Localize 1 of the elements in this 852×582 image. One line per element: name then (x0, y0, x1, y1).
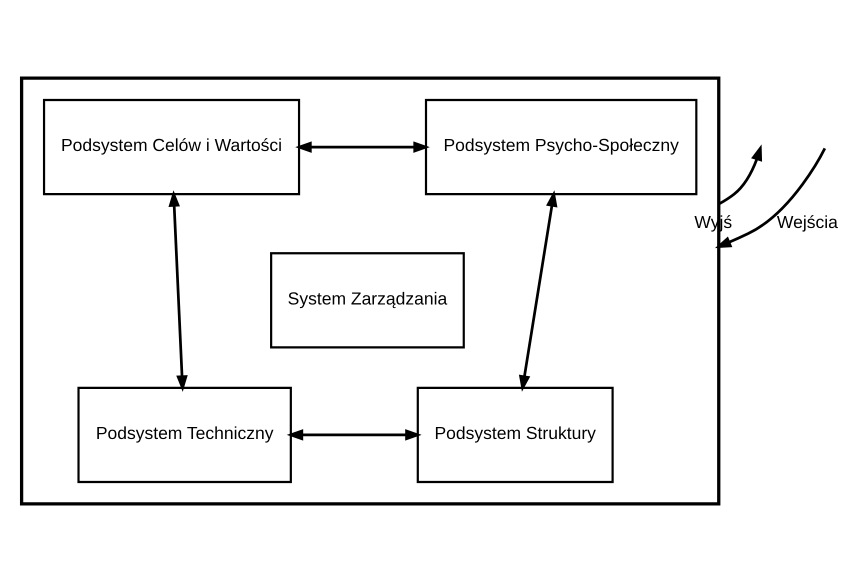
edge-label: Wejścia (776, 212, 838, 232)
